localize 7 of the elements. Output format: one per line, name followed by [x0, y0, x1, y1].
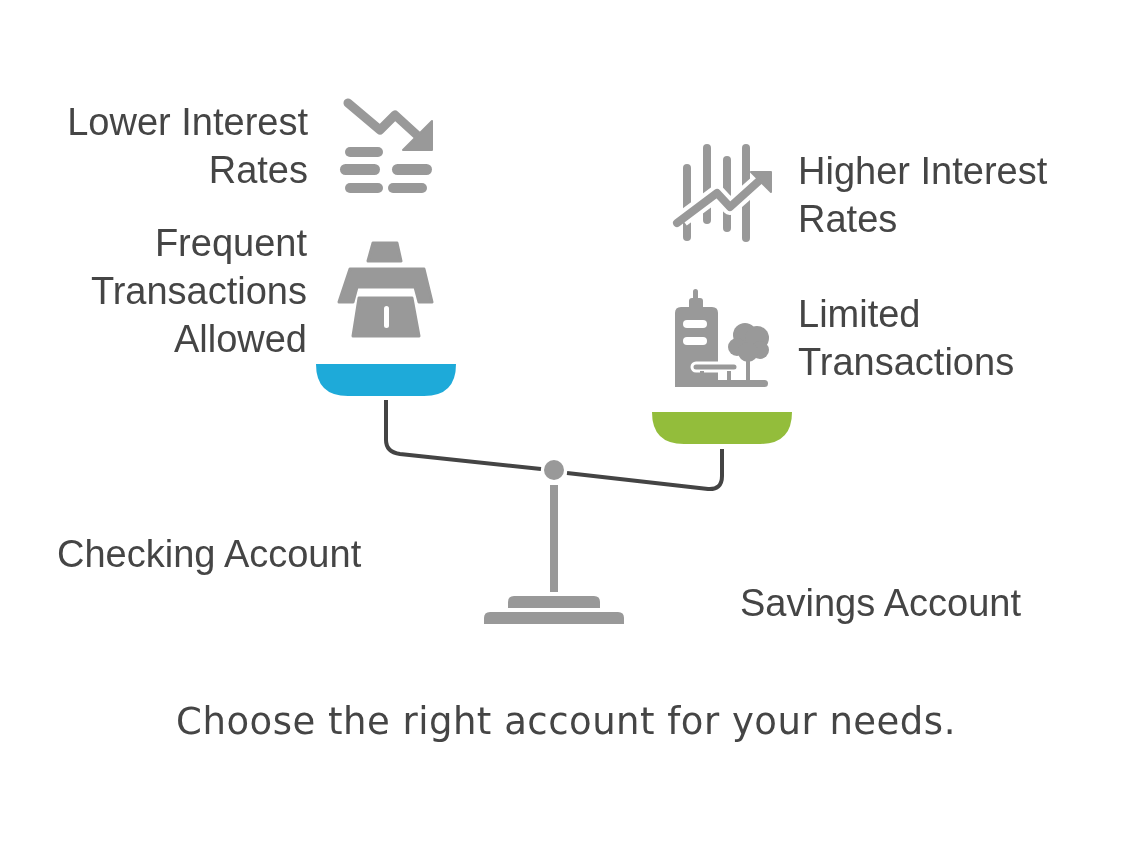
feature-label: Limited Transactions	[798, 292, 1016, 385]
feature-label: Higher Interest Rates	[798, 149, 1049, 242]
account-label: Checking Account	[57, 532, 362, 577]
feature-label: Frequent Transactions Allowed	[89, 221, 307, 362]
caption: Choose the right account for your needs.	[176, 700, 956, 743]
feature-label: Lower Interest Rates	[66, 100, 308, 193]
account-label: Savings Account	[740, 581, 1021, 626]
